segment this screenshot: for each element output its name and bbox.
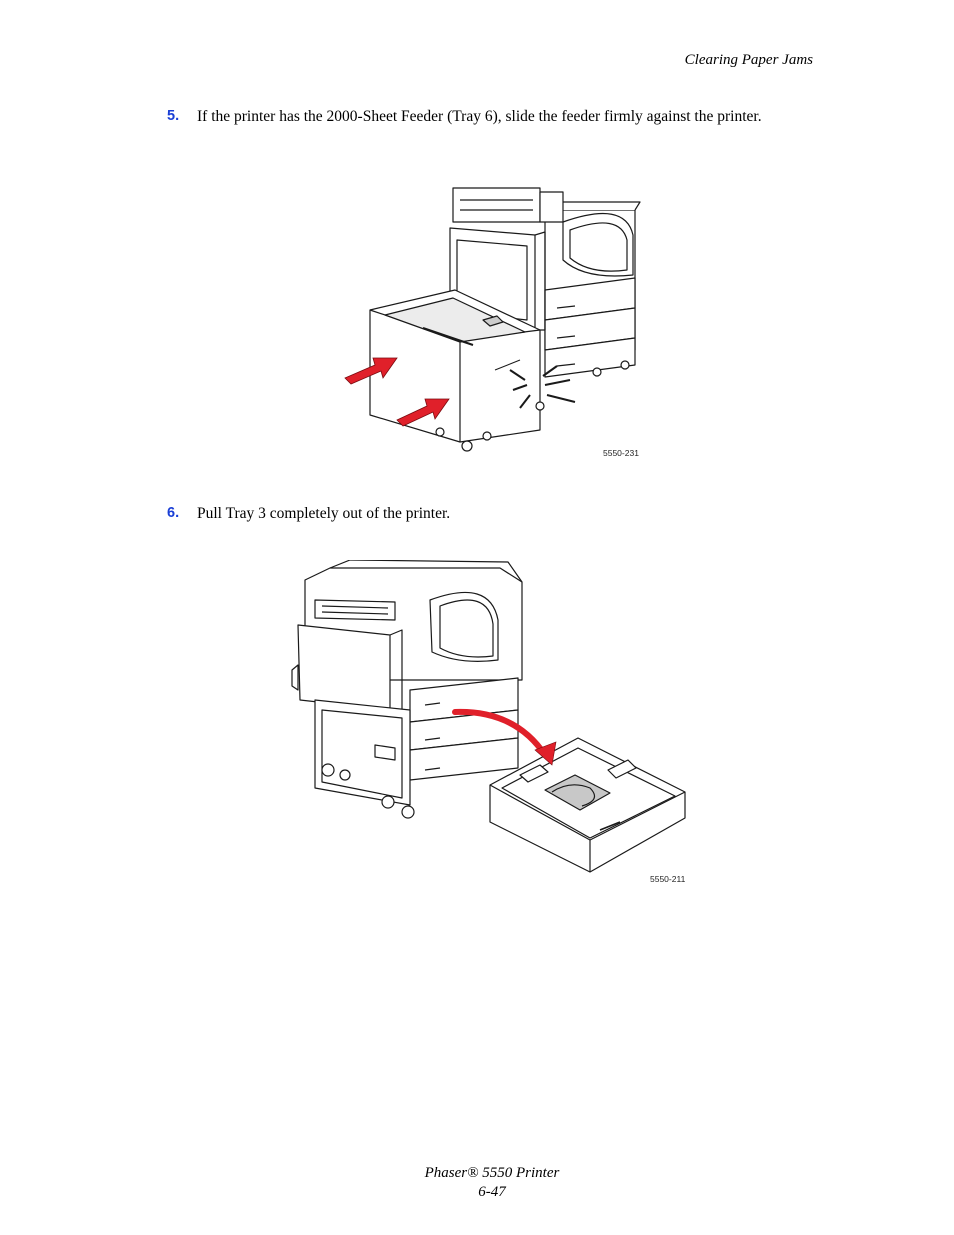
figure-pull-tray: 5550-211 [290,560,690,884]
step-5: 5. If the printer has the 2000-Sheet Fee… [167,106,787,127]
figure-code: 5550-211 [650,874,686,884]
figure-code: 5550-231 [603,448,639,458]
page-number: 6-47 [478,1184,506,1200]
step-6: 6. Pull Tray 3 completely out of the pri… [167,503,787,524]
product-name: Phaser® 5550 Printer [424,1165,560,1181]
tray-illustration [291,560,686,873]
figure-feeder-slide: 5550-231 [335,180,645,458]
step-number: 5. [167,108,180,124]
page-footer: Phaser® 5550 Printer 6-47 [0,1164,954,1202]
step-instruction: Pull Tray 3 completely out of the printe… [197,505,451,522]
step-instruction: If the printer has the 2000-Sheet Feeder… [197,108,762,125]
step-number: 6. [167,505,180,521]
feeder-illustration [344,187,641,452]
running-header: Clearing Paper Jams [684,52,813,68]
